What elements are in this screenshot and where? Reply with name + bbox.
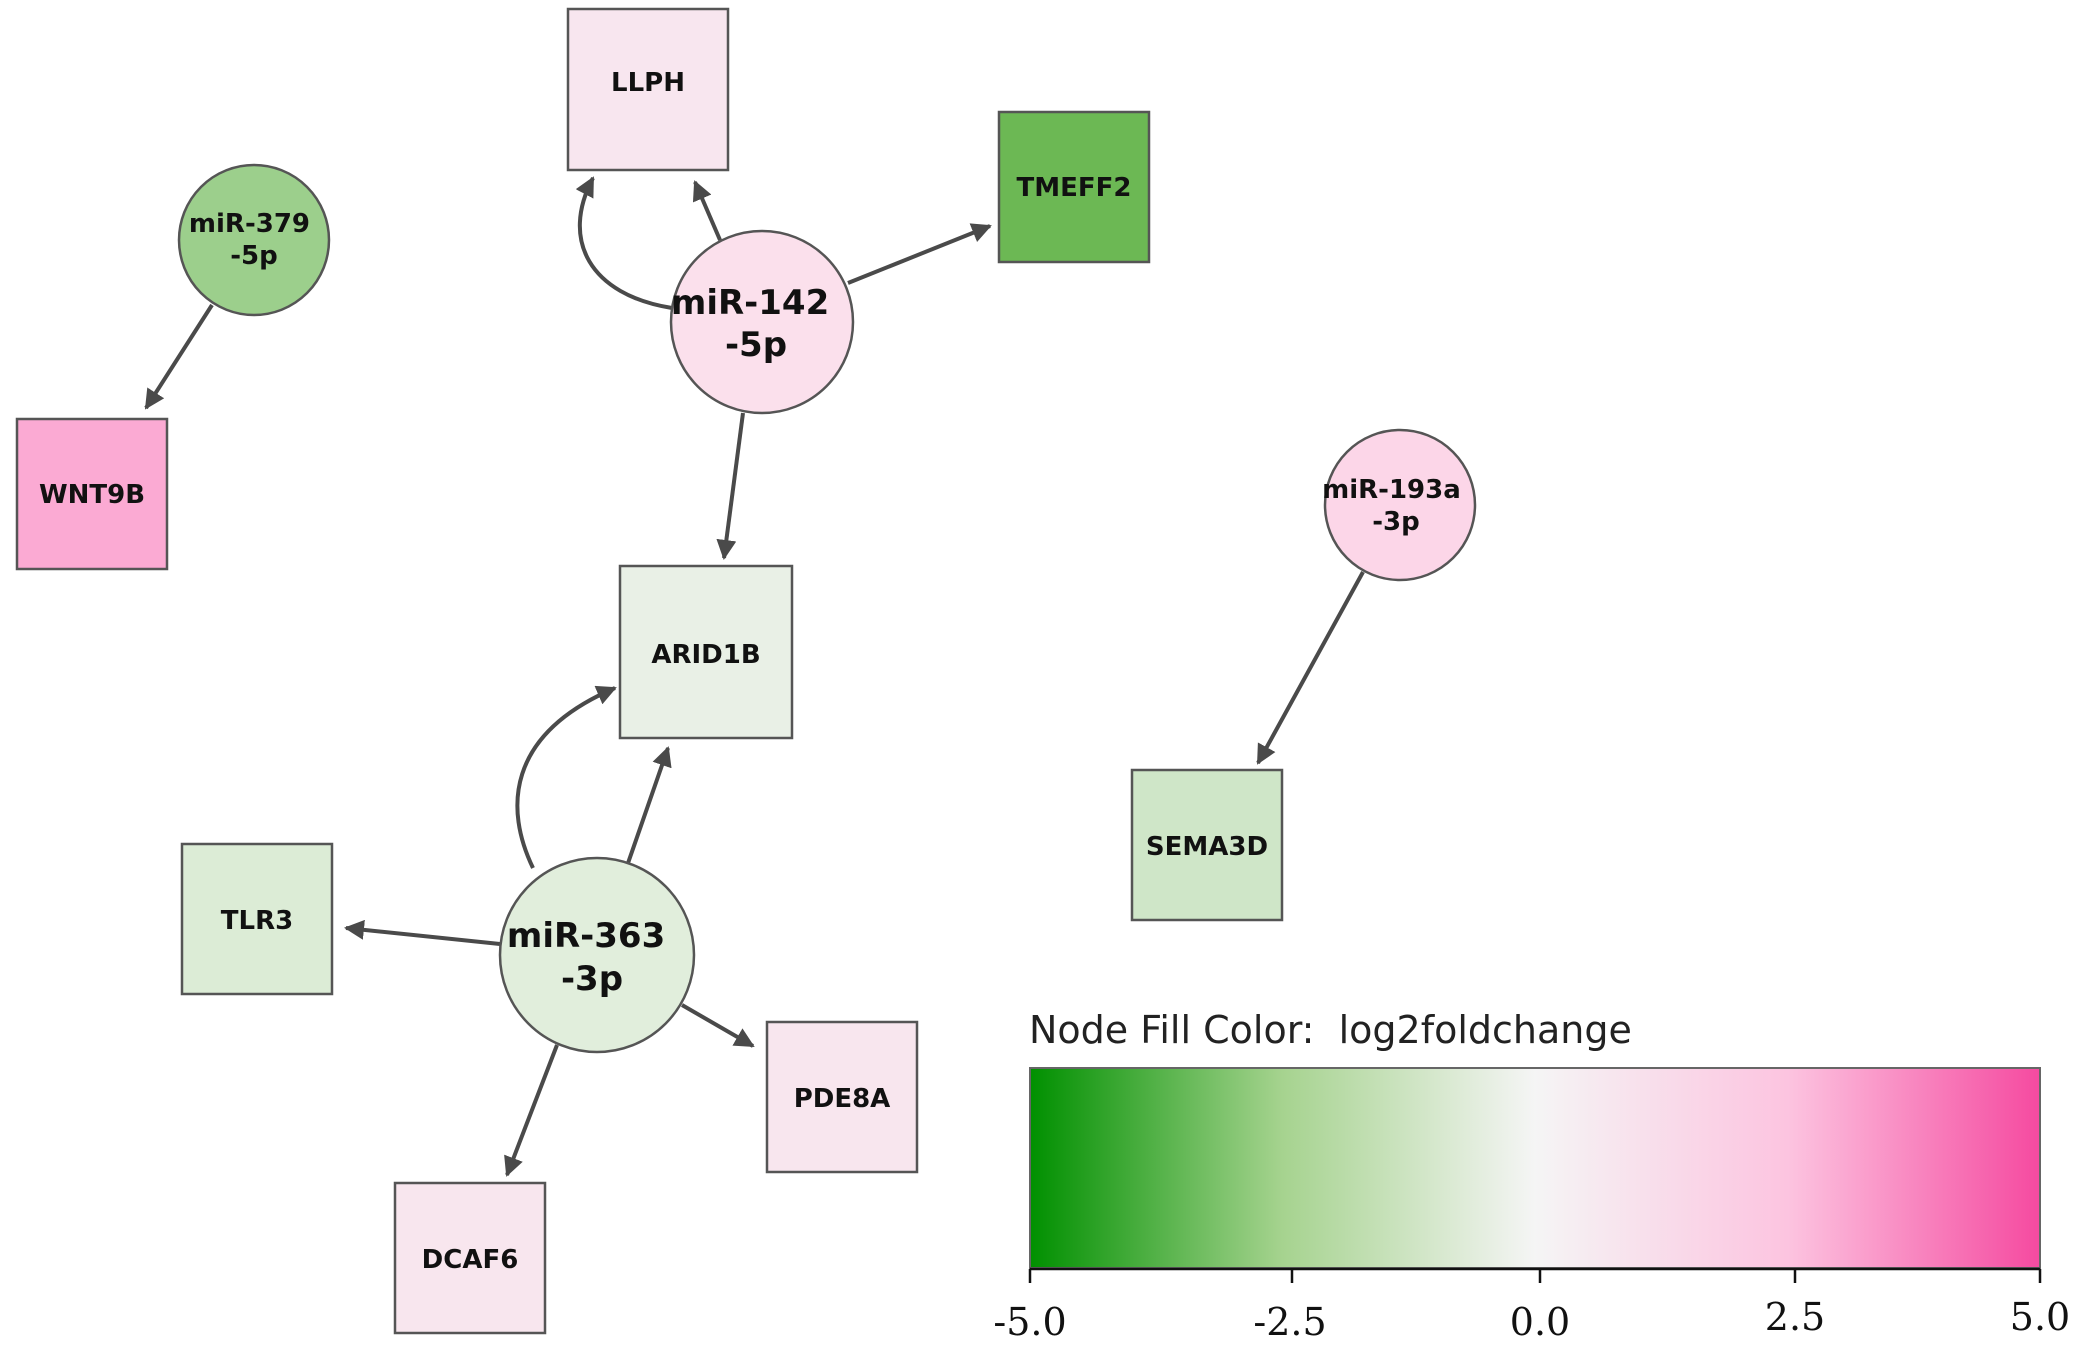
mir379-circle [177, 163, 331, 317]
llph-box [566, 7, 730, 172]
legend-tick-label: -2.5 [1253, 1300, 1326, 1344]
mir379-label-line1: miR-379 [189, 209, 310, 239]
dcaf6-box [393, 1181, 547, 1335]
gene-node-llph[interactable]: LLPH [566, 7, 730, 172]
mir193a-circle [1323, 428, 1477, 582]
dcaf6-label: DCAF6 [422, 1245, 519, 1275]
legend-gradient-bar [1029, 1067, 2041, 1269]
llph-label: LLPH [611, 68, 685, 98]
mir193a-label: miR-193a -3p [1322, 475, 1470, 537]
wnt9b-box [15, 417, 169, 571]
tmeff2-box [997, 110, 1151, 264]
gene-node-wnt9b[interactable]: WNT9B [15, 417, 169, 571]
legend-tick-label: 0.0 [1510, 1300, 1570, 1344]
arid1b-label: ARID1B [651, 640, 760, 670]
edge-mir363-dcaf6 [504, 1044, 559, 1177]
mirna-node-mir193a[interactable]: miR-193a -3p [1322, 428, 1477, 582]
legend-ticks: -5.0 -2.5 0.0 2.5 5.0 [993, 1269, 2070, 1344]
wnt9b-label: WNT9B [39, 480, 145, 510]
mir142-label: miR-142 -5p [671, 283, 841, 365]
edge-mir363-tlr3 [344, 919, 501, 946]
mir379-label-line2: -5p [230, 241, 278, 271]
mir142-circle [669, 229, 855, 415]
mir193a-label-line2: -3p [1372, 507, 1420, 537]
gene-node-tmeff2[interactable]: TMEFF2 [997, 110, 1151, 264]
mirna-node-mir142[interactable]: miR-142 -5p [669, 229, 855, 415]
sema3d-box [1130, 768, 1284, 922]
gene-node-arid1b[interactable]: ARID1B [618, 564, 794, 740]
edge-mir142-tmeff2 [847, 223, 992, 285]
gene-node-tlr3[interactable]: TLR3 [180, 842, 334, 996]
mir363-label: miR-363 -3p [507, 916, 677, 999]
edge-mir142-arid1b [716, 412, 745, 560]
mir363-circle [498, 856, 696, 1054]
legend-title: Node Fill Color: log2foldchange [1029, 1008, 1632, 1052]
edge-mir379-wnt9b [144, 303, 214, 410]
mirna-node-mir363[interactable]: miR-363 -3p [498, 856, 696, 1054]
mir193a-label-line1: miR-193a [1322, 475, 1461, 505]
gene-node-pde8a[interactable]: PDE8A [765, 1020, 919, 1174]
pde8a-label: PDE8A [794, 1084, 891, 1114]
mirna-node-mir379[interactable]: miR-379 -5p [177, 163, 331, 317]
edge-mir193a-sema3d [1256, 571, 1365, 765]
legend-tick-label: 5.0 [2010, 1295, 2070, 1339]
gene-node-dcaf6[interactable]: DCAF6 [393, 1181, 547, 1335]
mir379-label: miR-379 -5p [189, 209, 319, 271]
tlr3-label: TLR3 [221, 906, 293, 936]
gene-node-sema3d[interactable]: SEMA3D [1130, 768, 1284, 922]
mir363-label-line2: -3p [561, 959, 623, 999]
mir363-label-line1: miR-363 [507, 916, 665, 956]
mir142-label-line2: -5p [725, 325, 787, 365]
legend-tick-label: 2.5 [1765, 1295, 1825, 1339]
edge-mir142-llph-curved [575, 176, 673, 310]
tlr3-box [180, 842, 334, 996]
legend-tick-label: -5.0 [993, 1300, 1066, 1344]
arid1b-box [618, 564, 794, 740]
edge-mir363-arid1b [625, 746, 672, 867]
pde8a-box [765, 1020, 919, 1174]
edge-mir363-arid1b-curved [515, 685, 617, 869]
edges [144, 176, 1365, 1177]
edge-mir142-llph [692, 180, 722, 241]
edge-mir363-pde8a [680, 1003, 755, 1048]
mir142-label-line1: miR-142 [671, 283, 829, 323]
color-legend: Node Fill Color: log2foldchange -5.0 -2.… [993, 1008, 2070, 1344]
sema3d-label: SEMA3D [1146, 832, 1268, 862]
tmeff2-label: TMEFF2 [1017, 173, 1132, 203]
